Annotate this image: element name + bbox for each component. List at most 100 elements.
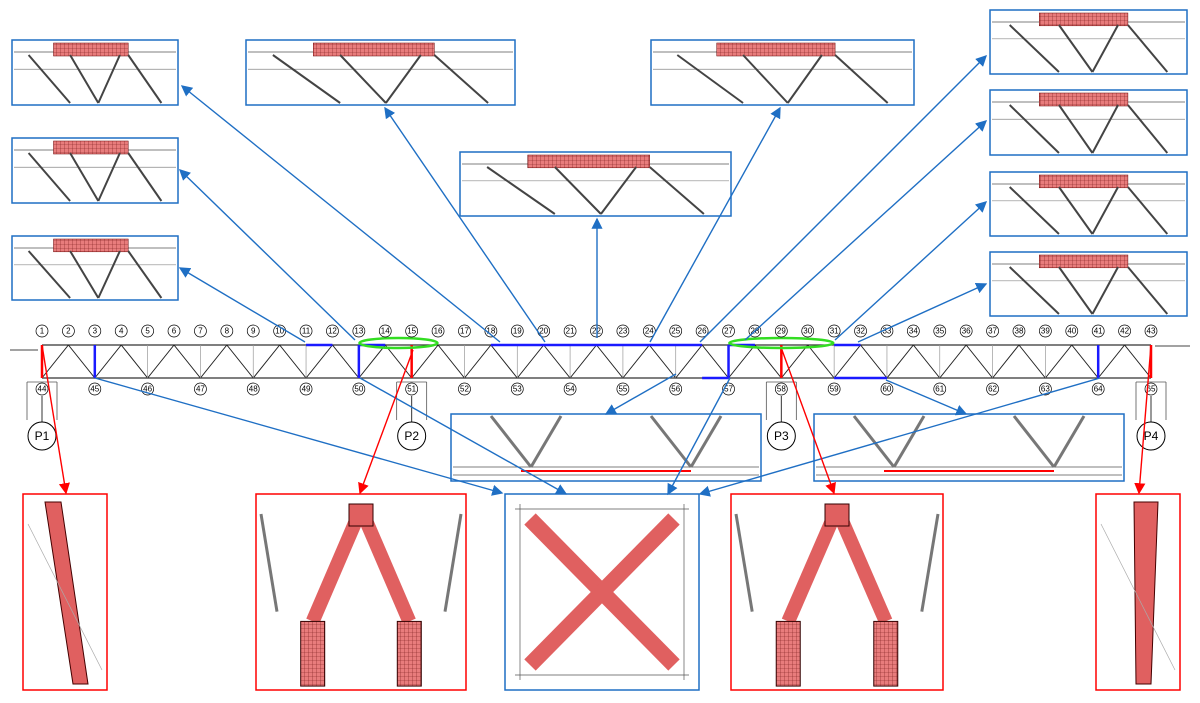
detail-box-9 bbox=[989, 171, 1188, 237]
node-number: 3 bbox=[93, 327, 98, 336]
callout-arrow-blue bbox=[698, 377, 1101, 497]
top-node-label: 36 bbox=[959, 324, 973, 338]
node-number: 11 bbox=[302, 327, 311, 336]
diagonal-member bbox=[252, 344, 281, 379]
detail-line bbox=[1012, 415, 1056, 468]
red-hatched-member bbox=[1039, 92, 1129, 107]
pier-bubble bbox=[766, 421, 796, 451]
detail-line bbox=[27, 523, 103, 671]
node-circle bbox=[431, 324, 445, 338]
top-node-label: 30 bbox=[801, 324, 815, 338]
node-circle bbox=[62, 324, 75, 338]
node-number: 2 bbox=[66, 327, 71, 336]
node-number: 15 bbox=[407, 327, 416, 336]
node-number: 55 bbox=[618, 385, 627, 394]
diagonal-member bbox=[807, 344, 835, 379]
top-node-label: 18 bbox=[484, 324, 498, 338]
red-pier-column bbox=[44, 501, 89, 685]
callout-arrow-blue bbox=[178, 267, 306, 343]
node-circle bbox=[220, 324, 234, 338]
detail-line bbox=[1127, 104, 1169, 154]
callout-arrow-blue bbox=[885, 379, 968, 416]
diagonal-member bbox=[1124, 344, 1152, 379]
node-circle bbox=[801, 324, 815, 338]
node-number: 33 bbox=[882, 327, 891, 336]
node-circle bbox=[114, 324, 128, 338]
top-node-label: 42 bbox=[1118, 324, 1131, 338]
node-circle bbox=[510, 382, 524, 396]
diagonal-member bbox=[305, 344, 333, 379]
detail-box-5 bbox=[459, 151, 732, 217]
callout-arrow-blue bbox=[180, 85, 501, 343]
top-node-label: 8 bbox=[220, 324, 234, 338]
diagonal-member bbox=[200, 344, 228, 379]
node-number: 8 bbox=[225, 327, 230, 336]
node-circle bbox=[959, 324, 973, 338]
callout-arrow-blue bbox=[857, 282, 988, 343]
diagonal-member bbox=[173, 344, 201, 379]
node-circle bbox=[405, 382, 419, 396]
detail-line bbox=[1058, 266, 1094, 315]
node-number: 10 bbox=[275, 327, 284, 336]
red-node-block bbox=[873, 620, 899, 687]
detail-box-10 bbox=[989, 251, 1188, 317]
bottom-node-label: 60 bbox=[880, 382, 894, 396]
node-circle bbox=[352, 324, 366, 338]
detail-line bbox=[69, 152, 100, 202]
detail-box-frame bbox=[450, 413, 762, 482]
detail-line bbox=[443, 513, 463, 612]
top-node-label: 23 bbox=[616, 324, 630, 338]
node-circle bbox=[88, 382, 102, 396]
detail-line bbox=[27, 152, 71, 202]
detail-line bbox=[97, 250, 121, 299]
top-node-label: 26 bbox=[695, 324, 709, 338]
detail-line bbox=[1009, 24, 1060, 73]
node-circle bbox=[616, 382, 630, 396]
pier-label: P4 bbox=[1144, 429, 1159, 443]
detail-box-frame bbox=[813, 413, 1125, 482]
node-number: 14 bbox=[381, 327, 390, 336]
diagonal-member bbox=[1097, 344, 1125, 379]
detail-box-7 bbox=[989, 9, 1188, 75]
node-number: 9 bbox=[251, 327, 256, 336]
red-hatched-member bbox=[313, 42, 435, 57]
node-number: 26 bbox=[698, 327, 707, 336]
bottom-node-label: 47 bbox=[194, 382, 207, 396]
top-node-label: 1 bbox=[35, 324, 49, 338]
top-node-label: 25 bbox=[669, 324, 683, 338]
highlight-ellipse bbox=[358, 336, 439, 350]
detail-line bbox=[1091, 266, 1119, 315]
red-brace bbox=[306, 506, 368, 625]
callout-arrow-blue bbox=[834, 201, 988, 341]
pier-label: P2 bbox=[404, 429, 419, 443]
node-circle bbox=[326, 324, 339, 338]
pier-bubble bbox=[397, 421, 427, 451]
top-node-label: 32 bbox=[854, 324, 867, 338]
detail-line bbox=[127, 54, 163, 104]
node-number: 63 bbox=[1041, 385, 1050, 394]
bottom-node-label: 49 bbox=[299, 382, 313, 396]
pier-bubble bbox=[27, 421, 57, 451]
detail-line bbox=[97, 54, 121, 104]
detail-line bbox=[676, 54, 744, 104]
diagonal-member bbox=[94, 344, 122, 379]
bottom-node-label: 61 bbox=[933, 382, 947, 396]
detail-box-4 bbox=[245, 39, 516, 106]
node-circle bbox=[458, 382, 471, 396]
node-circle bbox=[774, 324, 788, 338]
callout-arrow-blue bbox=[178, 169, 356, 341]
node-number: 64 bbox=[1094, 385, 1103, 394]
node-circle bbox=[669, 324, 683, 338]
node-number: 59 bbox=[830, 385, 839, 394]
node-circle bbox=[563, 324, 577, 338]
node-number: 5 bbox=[145, 327, 150, 336]
red-hatched-member bbox=[53, 238, 129, 253]
callout-arrow-red bbox=[1134, 344, 1152, 495]
top-node-label: 20 bbox=[537, 324, 551, 338]
detail-box-11 bbox=[450, 413, 762, 482]
node-number: 38 bbox=[1015, 327, 1024, 336]
detail-line bbox=[127, 152, 163, 202]
detail-line bbox=[1009, 266, 1060, 315]
node-number: 39 bbox=[1041, 327, 1050, 336]
node-number: 47 bbox=[196, 385, 205, 394]
